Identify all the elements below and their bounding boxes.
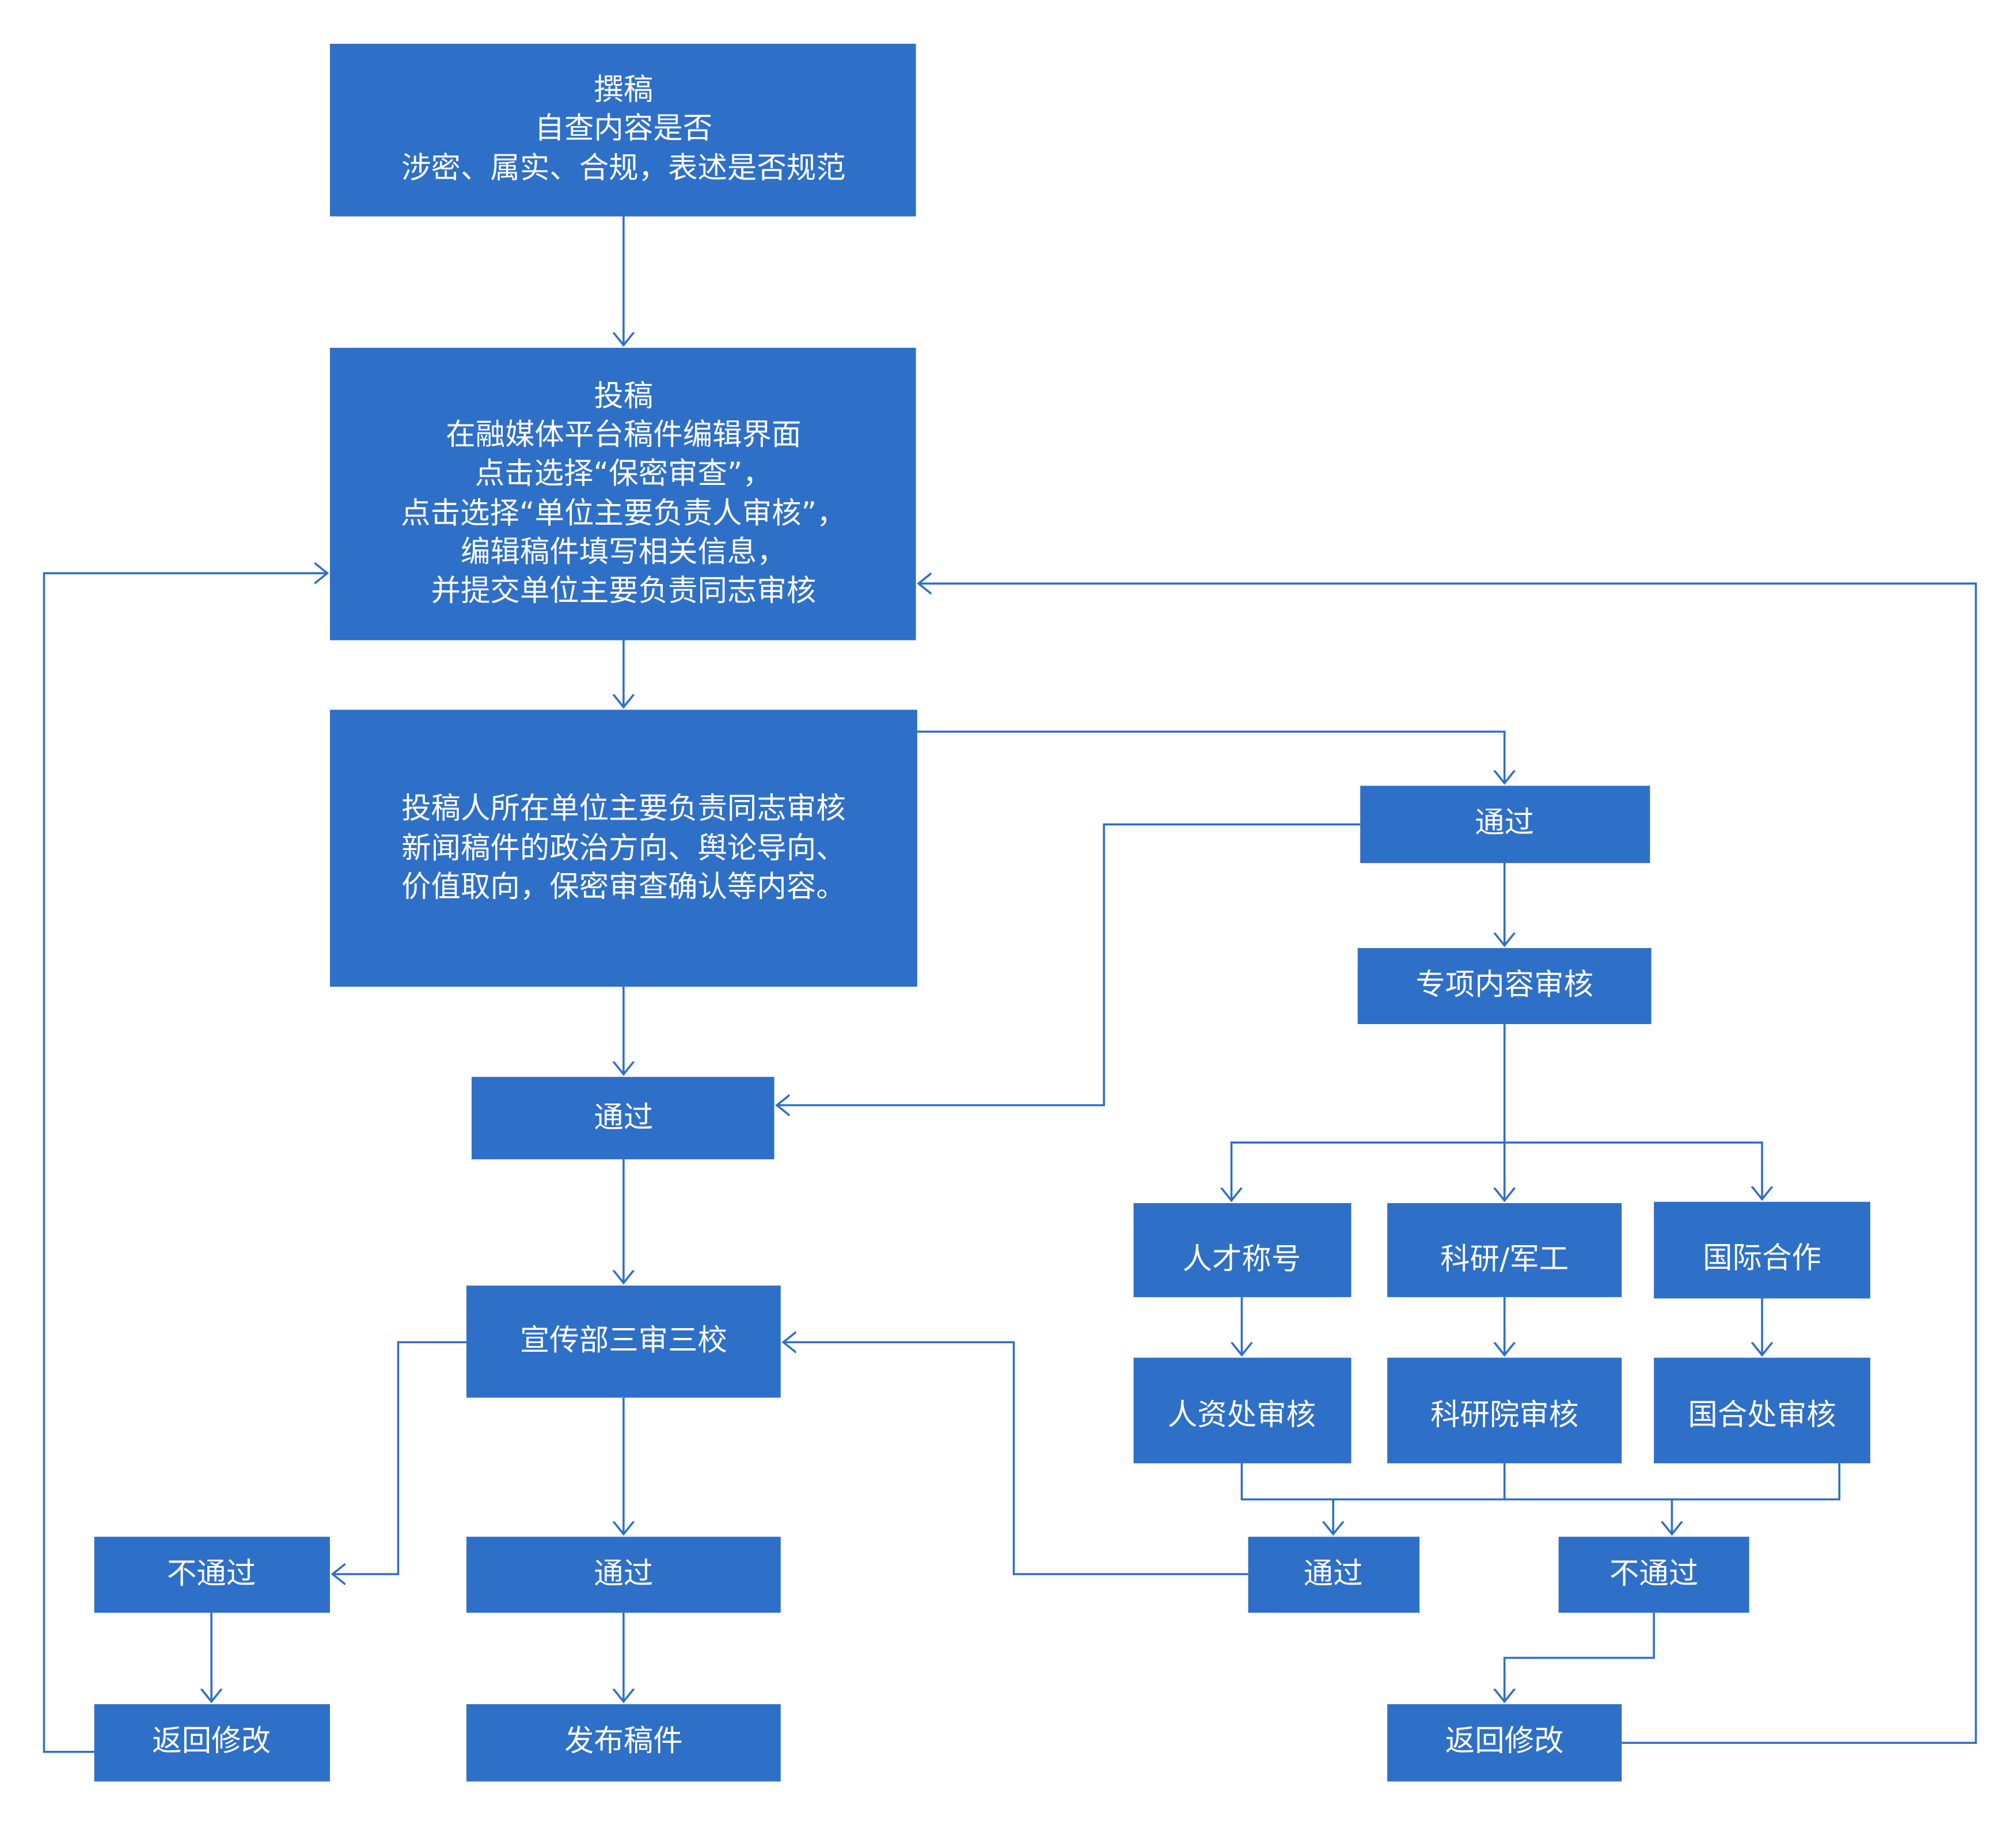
node-fail-left: 不通过 bbox=[94, 1537, 330, 1613]
node-unit-review-line-1: 投稿人所在单位主要负责同志审核 bbox=[401, 791, 846, 826]
node-intl-office-review: 国合处审核 bbox=[1654, 1357, 1870, 1463]
node-pass-mid-label: 通过 bbox=[594, 1556, 653, 1591]
node-talent-title-label: 人才称号 bbox=[1183, 1242, 1301, 1277]
arrow-fail-right-to-return-right bbox=[1505, 1613, 1655, 1701]
node-pass-right-top: 通过 bbox=[1360, 786, 1650, 863]
node-pass-mid: 通过 bbox=[466, 1537, 781, 1613]
node-draft-line-1: 撰稿 bbox=[594, 73, 653, 107]
node-talent-title: 人才称号 bbox=[1133, 1203, 1351, 1298]
node-pass-right-top-label: 通过 bbox=[1475, 805, 1534, 840]
node-propaganda-review: 宣传部三审三校 bbox=[466, 1285, 781, 1398]
line-reviews-merge bbox=[1240, 1463, 1841, 1501]
node-fail-right-label: 不通过 bbox=[1609, 1556, 1698, 1591]
node-draft: 撰稿 自查内容是否 涉密、属实、合规，表述是否规范 bbox=[329, 44, 916, 217]
node-draft-line-3: 涉密、属实、合规，表述是否规范 bbox=[401, 151, 846, 185]
node-special-review-label: 专项内容审核 bbox=[1415, 968, 1593, 1002]
node-submit-line-1: 投稿 bbox=[594, 379, 653, 414]
node-research-inst-review-label: 科研院审核 bbox=[1430, 1398, 1578, 1432]
node-fail-left-label: 不通过 bbox=[167, 1556, 256, 1591]
node-submit-line-6: 并提交单位主要负责同志审核 bbox=[431, 574, 817, 608]
arrow-return-left-to-submit bbox=[43, 573, 327, 1753]
node-pass-right-bottom: 通过 bbox=[1248, 1537, 1420, 1613]
node-draft-line-2: 自查内容是否 bbox=[535, 111, 713, 146]
node-return-left-label: 返回修改 bbox=[152, 1724, 271, 1758]
node-intl-coop: 国际合作 bbox=[1654, 1201, 1870, 1299]
node-submit-line-3: 点击选择“保密审查”， bbox=[475, 456, 772, 491]
node-pass-left: 通过 bbox=[471, 1076, 774, 1159]
node-hr-review-label: 人资处审核 bbox=[1168, 1398, 1316, 1432]
arrow-propaganda-to-fail-left bbox=[332, 1341, 467, 1575]
arrow-pass-bottom-to-propaganda bbox=[783, 1343, 1248, 1575]
node-submit-line-5: 编辑稿件填写相关信息， bbox=[461, 535, 787, 570]
node-research-military: 科研/军工 bbox=[1387, 1203, 1622, 1298]
node-fail-right: 不通过 bbox=[1558, 1537, 1749, 1613]
arrow-branch-to-intl bbox=[1504, 1142, 1762, 1199]
node-return-left: 返回修改 bbox=[94, 1704, 330, 1782]
node-submit-line-2: 在融媒体平台稿件编辑界面 bbox=[446, 418, 801, 452]
node-publish-label: 发布稿件 bbox=[564, 1724, 683, 1758]
arrow-branch-to-talent bbox=[1232, 1142, 1505, 1201]
node-pass-left-label: 通过 bbox=[594, 1101, 653, 1135]
arrow-return-right-to-submit bbox=[918, 583, 1977, 1744]
node-unit-review: 投稿人所在单位主要负责同志审核 新闻稿件的政治方向、舆论导向、 价值取向，保密审… bbox=[329, 710, 917, 987]
node-propaganda-review-label: 宣传部三审三校 bbox=[520, 1324, 727, 1358]
arrow-pass-right-to-pass-left bbox=[777, 823, 1361, 1105]
node-submit: 投稿 在融媒体平台稿件编辑界面 点击选择“保密审查”， 点击选择“单位主要负责人… bbox=[329, 347, 916, 640]
connectors bbox=[43, 216, 1977, 1753]
node-intl-office-review-label: 国合处审核 bbox=[1688, 1398, 1836, 1432]
node-research-inst-review: 科研院审核 bbox=[1387, 1357, 1622, 1463]
node-hr-review: 人资处审核 bbox=[1133, 1357, 1351, 1463]
node-submit-line-4: 点击选择“单位主要负责人审核”， bbox=[401, 496, 846, 531]
node-special-review: 专项内容审核 bbox=[1357, 948, 1651, 1025]
node-return-right-label: 返回修改 bbox=[1445, 1724, 1564, 1758]
node-unit-review-line-2: 新闻稿件的政治方向、舆论导向、 bbox=[401, 831, 846, 866]
arrow-unit-review-to-pass-right bbox=[916, 730, 1505, 783]
node-return-right: 返回修改 bbox=[1387, 1704, 1622, 1782]
node-intl-coop-label: 国际合作 bbox=[1703, 1241, 1821, 1275]
node-research-military-label: 科研/军工 bbox=[1440, 1242, 1569, 1277]
node-unit-review-line-3: 价值取向，保密审查确认等内容。 bbox=[401, 870, 846, 904]
node-publish: 发布稿件 bbox=[466, 1704, 781, 1782]
node-pass-right-bottom-label: 通过 bbox=[1304, 1556, 1363, 1591]
